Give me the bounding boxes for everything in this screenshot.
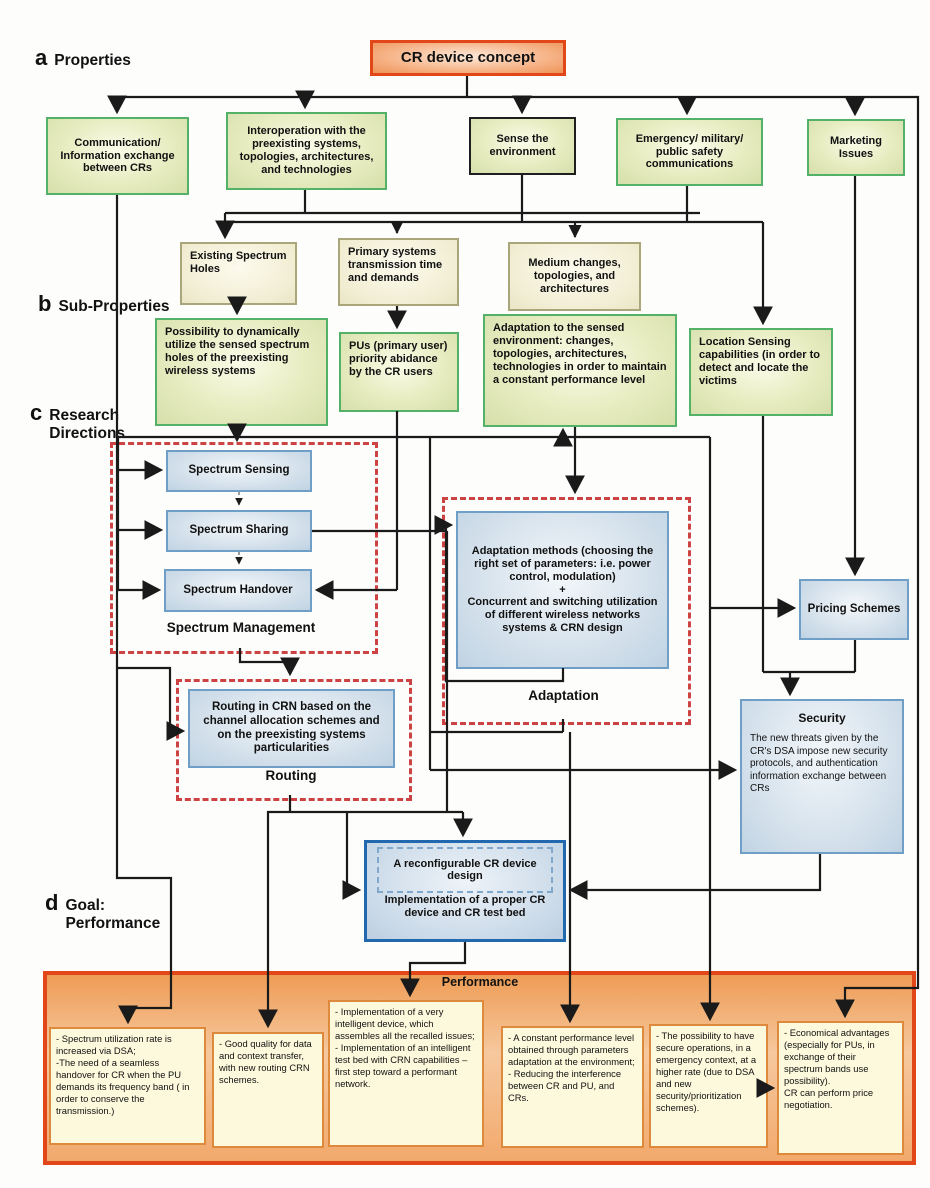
pricing-schemes-box: Pricing Schemes xyxy=(799,579,909,640)
reconfigurable-design-inner-box: A reconfigurable CR device design xyxy=(377,847,553,893)
routing-box: Routing in CRN based on the channel allo… xyxy=(188,689,395,768)
adaptation-caption: Adaptation xyxy=(528,688,599,703)
outcome-economical-box: - Economical advantages (especially for … xyxy=(777,1021,904,1155)
location-sensing-box: Location Sensing capabilities (in order … xyxy=(689,328,833,416)
cr-device-design-box: A reconfigurable CR device design Implem… xyxy=(364,840,566,942)
outcome-constant-performance-box: - A constant performance level obtained … xyxy=(501,1026,644,1148)
wire-arrow xyxy=(835,95,920,1019)
medium-changes-box: Medium changes, topologies, and architec… xyxy=(508,242,641,311)
spectrum-sharing-box: Spectrum Sharing xyxy=(166,510,312,552)
existing-spectrum-holes-box: Existing Spectrum Holes xyxy=(180,242,297,305)
cr-device-concept-box: CR device concept xyxy=(370,40,566,76)
section-label-goal-performance: d Goal: Performance xyxy=(45,890,161,933)
adaptation-sensed-environment-box: Adaptation to the sensed environment: ch… xyxy=(483,314,677,427)
section-label-properties: a Properties xyxy=(35,45,131,70)
security-title: Security xyxy=(798,711,846,725)
section-label-sub-properties: b Sub-Properties xyxy=(38,291,170,316)
section-letter-d: d xyxy=(45,890,59,915)
section-label-research-directions: c Research Directions xyxy=(30,400,126,443)
possibility-utilize-holes-box: Possibility to dynamically utilize the s… xyxy=(155,318,328,426)
section-letter-b: b xyxy=(38,291,52,316)
outcome-quality-box: - Good quality for data and context tran… xyxy=(212,1032,324,1148)
security-text: The new threats given by the CR's DSA im… xyxy=(750,733,888,794)
property-interoperation-box: Interoperation with the preexisting syst… xyxy=(226,112,387,190)
adaptation-methods-box: Adaptation methods (choosing the right s… xyxy=(456,511,669,669)
wire-arrow xyxy=(568,854,822,900)
routing-caption: Routing xyxy=(265,768,317,783)
spectrum-management-caption: Spectrum Management xyxy=(166,620,316,635)
outcome-spectrum-utilization-box: - Spectrum utilization rate is increased… xyxy=(49,1027,206,1145)
wire-arrow xyxy=(117,666,186,741)
section-text-d: Goal: Performance xyxy=(65,897,161,932)
outcome-implementation-box: - Implementation of a very intelligent d… xyxy=(328,1000,484,1147)
spectrum-handover-box: Spectrum Handover xyxy=(164,569,312,612)
property-emergency-box: Emergency/ military/ public safety commu… xyxy=(616,118,763,186)
section-text-a: Properties xyxy=(54,52,131,69)
primary-systems-box: Primary systems transmission time and de… xyxy=(338,238,459,306)
performance-title: Performance xyxy=(441,975,519,989)
section-text-c: Research Directions xyxy=(49,407,126,442)
property-sense-environment-box: Sense the environment xyxy=(469,117,576,175)
property-marketing-box: Marketing Issues xyxy=(807,119,905,176)
pu-priority-box: PUs (primary user) priority abidance by … xyxy=(339,332,459,412)
section-letter-a: a xyxy=(35,45,48,70)
spectrum-sensing-box: Spectrum Sensing xyxy=(166,450,312,492)
device-implementation-text: Implementation of a proper CR device and… xyxy=(384,894,546,920)
security-box: Security The new threats given by the CR… xyxy=(740,699,904,854)
outcome-secure-operations-box: - The possibility to have secure operati… xyxy=(649,1024,768,1148)
section-letter-c: c xyxy=(30,400,43,425)
wire-arrow xyxy=(342,812,362,900)
property-communication-box: Communication/ Information exchange betw… xyxy=(46,117,189,195)
section-text-b: Sub-Properties xyxy=(58,298,170,315)
